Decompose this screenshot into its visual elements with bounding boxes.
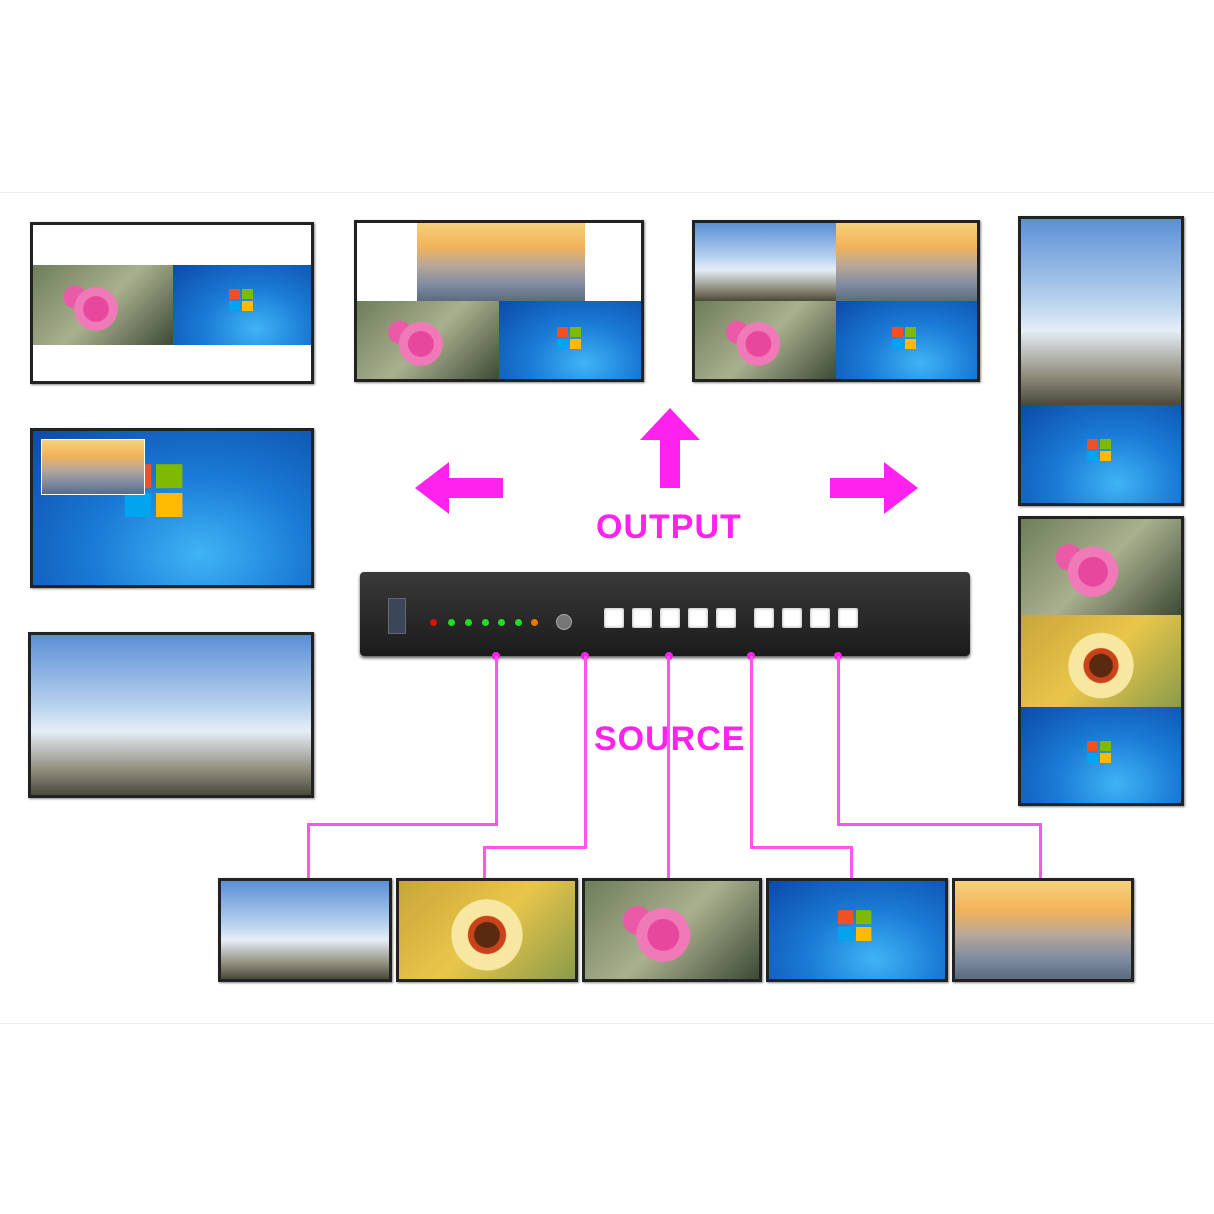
led-green xyxy=(448,619,455,626)
output-screen-three-window xyxy=(354,220,644,382)
control-knob[interactable] xyxy=(556,614,572,630)
connector-line xyxy=(483,846,486,882)
output-label: OUTPUT xyxy=(596,508,742,546)
flower-image xyxy=(357,301,499,379)
connector-line xyxy=(483,846,587,849)
eiffel-tower-image xyxy=(31,635,311,795)
windows-logo-icon xyxy=(837,910,874,944)
connector-line xyxy=(850,846,853,882)
source-screen-eiffel xyxy=(218,878,392,982)
sunset-image xyxy=(417,223,585,301)
connector-line xyxy=(495,656,498,826)
arrow-left-icon xyxy=(415,462,503,514)
flower-image xyxy=(585,881,759,979)
windows-desktop-image xyxy=(499,301,641,379)
windows-logo-icon xyxy=(1087,439,1113,463)
eiffel-tower-image xyxy=(695,223,836,301)
output-screen-side-by-side xyxy=(30,222,314,384)
flower-image xyxy=(695,301,836,379)
input-button-2[interactable] xyxy=(632,608,652,628)
input-button-1[interactable] xyxy=(604,608,624,628)
eiffel-tower-image xyxy=(1021,219,1181,405)
sunset-image xyxy=(955,881,1131,979)
connector-line xyxy=(667,656,670,882)
arrow-up-icon xyxy=(640,408,700,488)
connector-line xyxy=(307,823,310,883)
function-button-2[interactable] xyxy=(782,608,802,628)
windows-logo-icon xyxy=(1087,741,1113,765)
output-screen-portrait-triple xyxy=(1018,516,1184,806)
windows-logo-icon xyxy=(892,327,918,351)
output-screen-full-screen xyxy=(28,632,314,798)
source-screen-sunflower xyxy=(396,878,578,982)
arrow-right-icon xyxy=(830,462,918,514)
output-screen-quad xyxy=(692,220,980,382)
eiffel-tower-image xyxy=(221,881,389,979)
function-button-4[interactable] xyxy=(838,608,858,628)
input-button-5[interactable] xyxy=(716,608,736,628)
sunflower-image xyxy=(1021,615,1181,707)
function-button-3[interactable] xyxy=(810,608,830,628)
output-screen-picture-in-picture xyxy=(30,428,314,588)
input-button-4[interactable] xyxy=(688,608,708,628)
sunflower-image xyxy=(399,881,575,979)
led-green xyxy=(498,619,505,626)
video-processor-device xyxy=(360,572,970,656)
windows-desktop-image xyxy=(836,301,977,379)
windows-logo-icon xyxy=(557,327,583,351)
windows-desktop-image xyxy=(173,265,311,345)
flower-image xyxy=(1021,519,1181,615)
sunset-image xyxy=(836,223,977,301)
led-green xyxy=(515,619,522,626)
led-orange xyxy=(531,619,538,626)
connector-line xyxy=(584,656,587,848)
function-button-1[interactable] xyxy=(754,608,774,628)
power-switch xyxy=(388,598,406,634)
connector-line xyxy=(837,823,1041,826)
windows-desktop-image xyxy=(1021,405,1181,503)
led-green xyxy=(465,619,472,626)
windows-desktop-image xyxy=(1021,707,1181,803)
led-green xyxy=(482,619,489,626)
source-screen-flower xyxy=(582,878,762,982)
source-screen-windows xyxy=(766,878,948,982)
output-screen-portrait-dual xyxy=(1018,216,1184,506)
source-screen-sunset xyxy=(952,878,1134,982)
connector-line xyxy=(750,846,852,849)
connector-line xyxy=(307,823,498,826)
input-button-3[interactable] xyxy=(660,608,680,628)
led-red xyxy=(430,619,437,626)
diagram-frame xyxy=(0,192,1214,1024)
flower-image xyxy=(33,265,173,345)
windows-logo-icon xyxy=(229,289,255,313)
connector-line xyxy=(750,656,753,848)
connector-line xyxy=(1039,823,1042,883)
sunset-image xyxy=(41,439,145,495)
windows-desktop-image xyxy=(769,881,945,979)
connector-line xyxy=(837,656,840,826)
